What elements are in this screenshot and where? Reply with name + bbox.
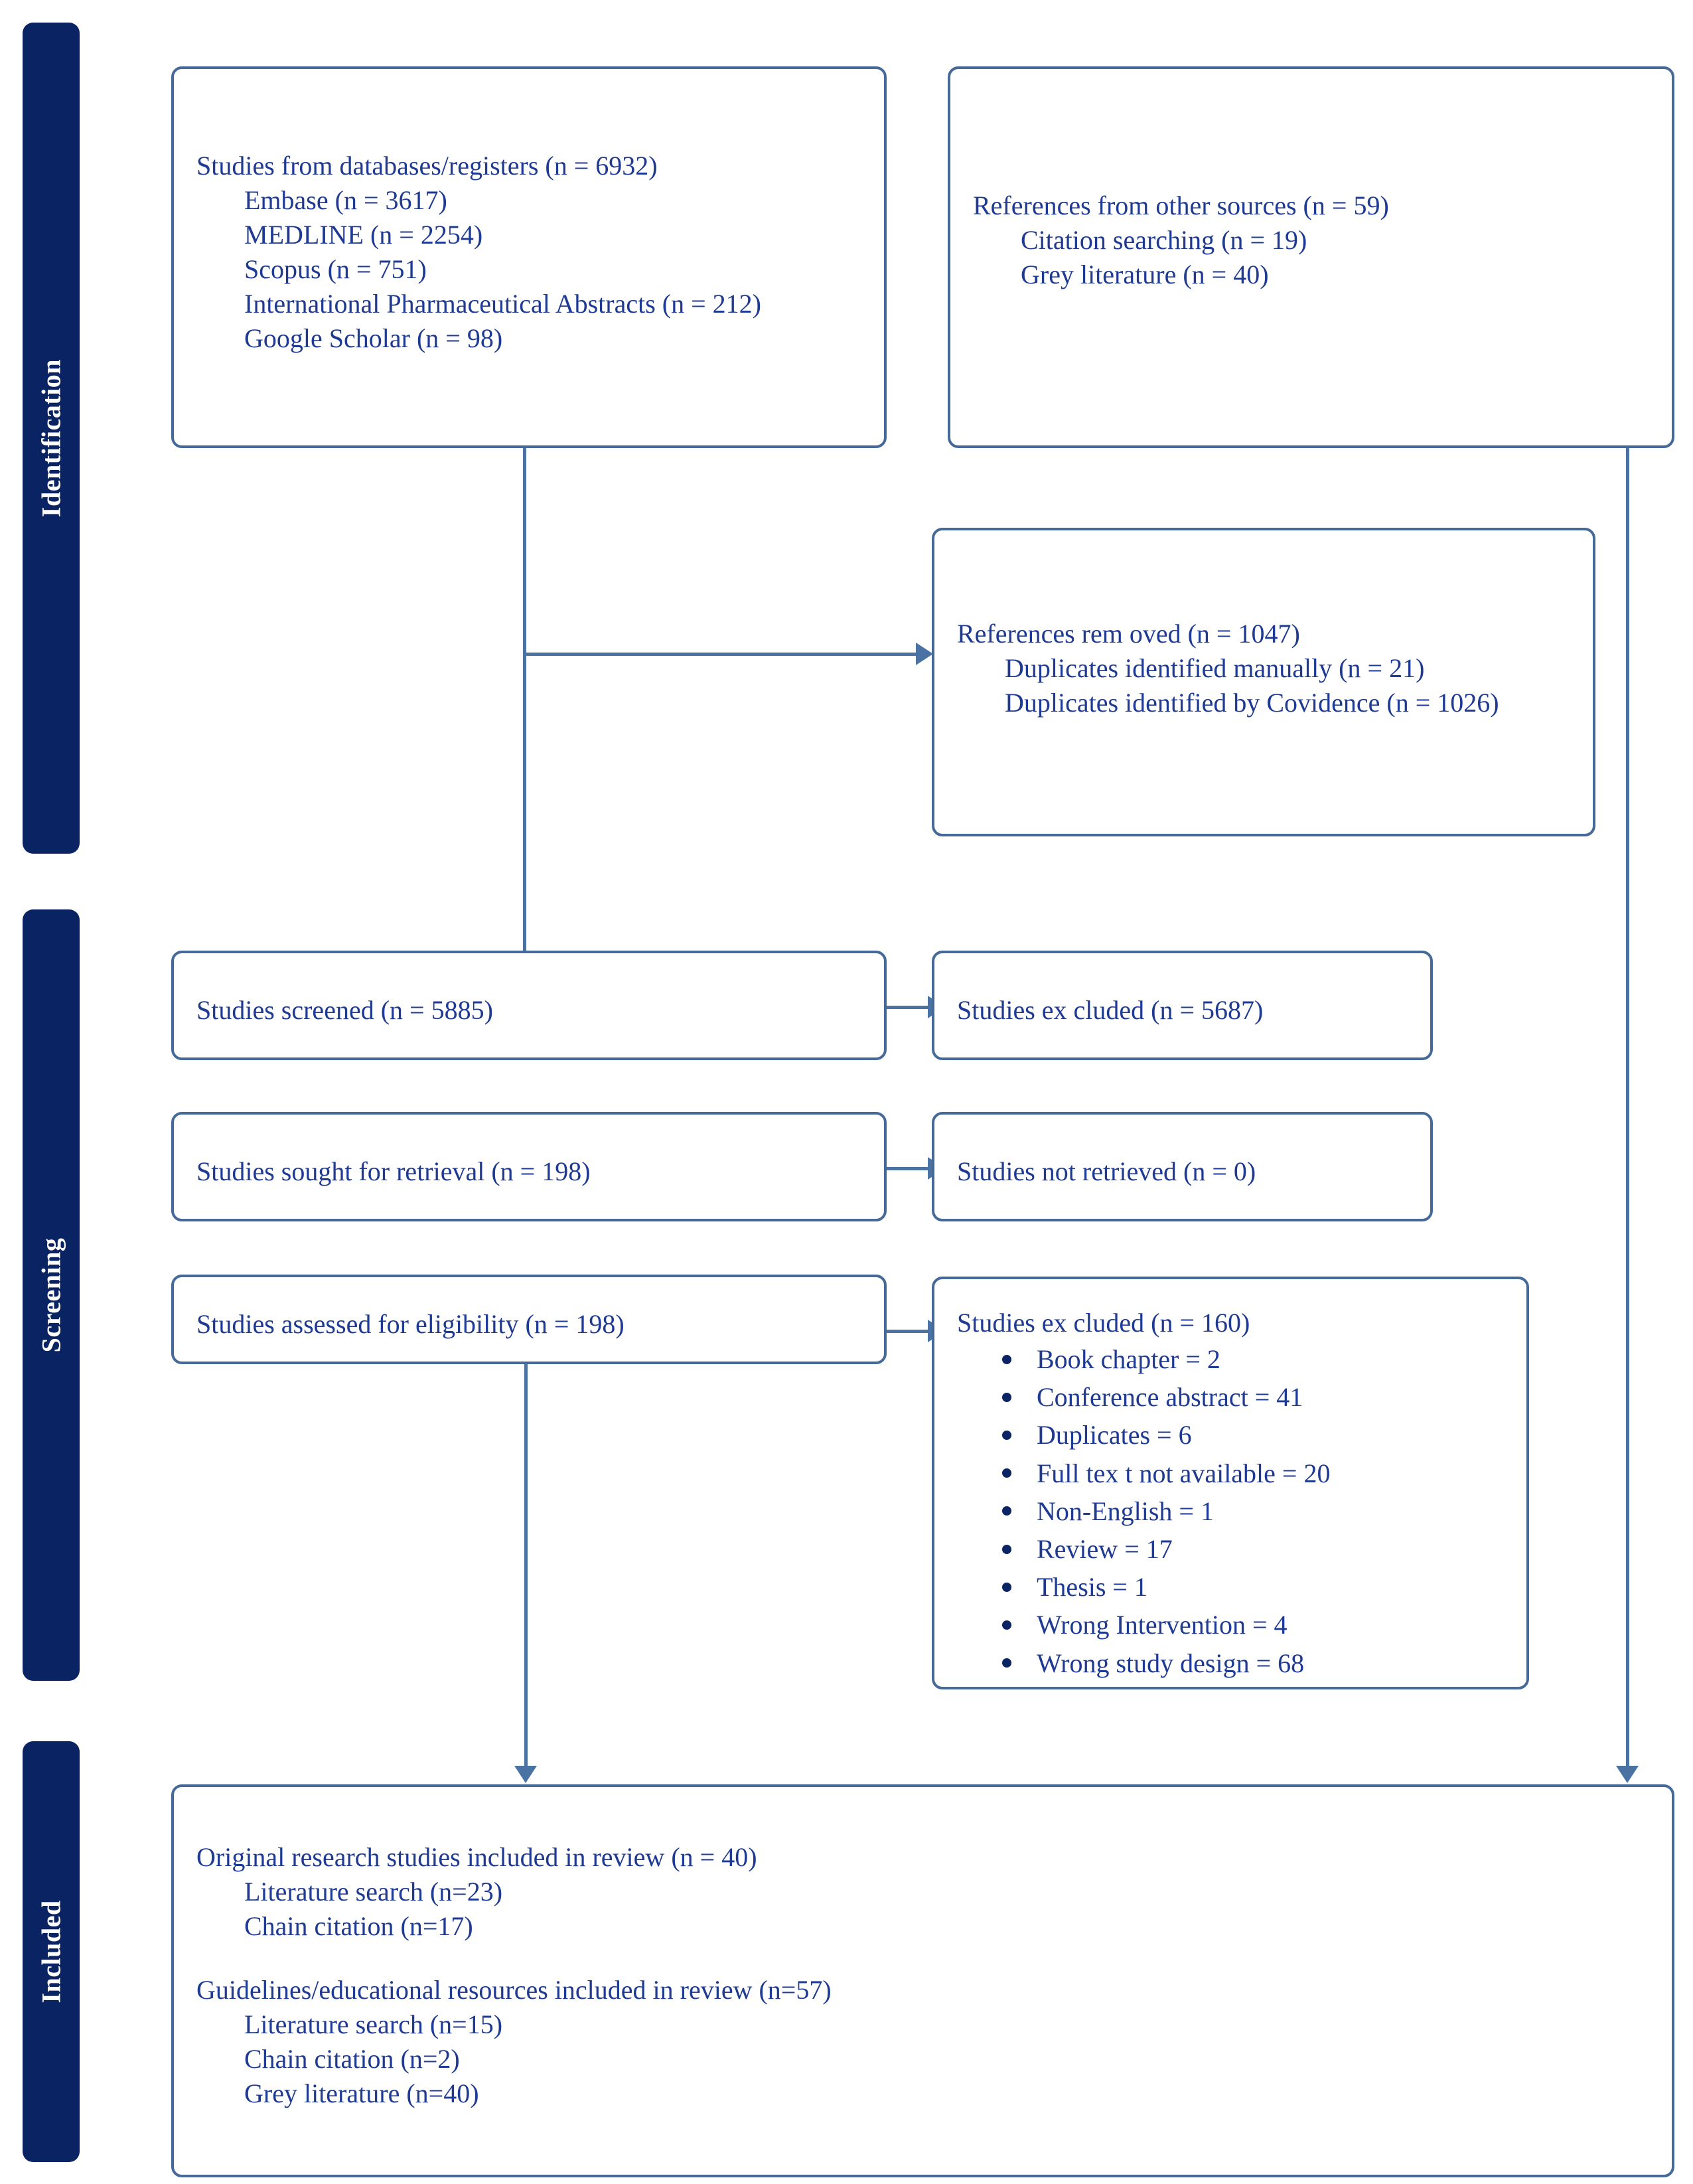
- connector-eligibility-to-excluded: [886, 1330, 932, 1333]
- connector-to-references-removed: [523, 653, 921, 656]
- box-other-sources: References from other sources (n = 59) C…: [948, 66, 1674, 448]
- references-removed-heading: References rem oved (n = 1047): [957, 619, 1300, 649]
- studies-excluded-fulltext-heading: Studies ex cluded (n = 160): [957, 1308, 1250, 1338]
- studies-screened-heading: Studies screened (n = 5885): [196, 995, 493, 1025]
- studies-sought-heading: Studies sought for retrieval (n = 198): [196, 1156, 591, 1186]
- connector-sought-to-not-retrieved: [886, 1167, 932, 1170]
- databases-item-embase: Embase (n = 3617): [244, 185, 447, 215]
- exclusion-reason-wrong-intervention: Wrong Intervention = 4: [1002, 1606, 1504, 1644]
- phase-label-included: Included: [36, 1900, 66, 2003]
- databases-item-google-scholar: Google Scholar (n = 98): [244, 323, 503, 353]
- included-original-chain-citation: Chain citation (n=17): [244, 1911, 473, 1941]
- included-guidelines-literature-search: Literature search (n=15): [244, 2009, 503, 2039]
- studies-excluded-screening-heading: Studies ex cluded (n = 5687): [957, 995, 1264, 1025]
- references-removed-item-covidence: Duplicates identified by Covidence (n = …: [1005, 688, 1499, 718]
- box-studies-excluded-fulltext: Studies ex cluded (n = 160) Book chapter…: [932, 1277, 1529, 1689]
- arrowhead-to-included-right: [1616, 1766, 1639, 1783]
- box-included-studies: Original research studies included in re…: [171, 1784, 1674, 2177]
- phase-label-screening: Screening: [36, 1237, 66, 1353]
- box-studies-assessed-for-eligibility: Studies assessed for eligibility (n = 19…: [171, 1275, 887, 1364]
- databases-item-medline: MEDLINE (n = 2254): [244, 220, 483, 250]
- arrowhead-to-references-removed: [916, 643, 933, 665]
- other-sources-heading: References from other sources (n = 59): [973, 191, 1389, 220]
- box-databases-registers: Studies from databases/registers (n = 69…: [171, 66, 887, 448]
- exclusion-reason-wrong-study-design: Wrong study design = 68: [1002, 1644, 1504, 1682]
- box-references-removed: References rem oved (n = 1047) Duplicate…: [932, 528, 1595, 836]
- exclusion-reason-book-chapter: Book chapter = 2: [1002, 1340, 1504, 1378]
- included-guidelines-heading: Guidelines/educational resources include…: [196, 1975, 832, 2005]
- connector-screened-to-excluded: [886, 1006, 932, 1009]
- studies-not-retrieved-heading: Studies not retrieved (n = 0): [957, 1156, 1256, 1186]
- databases-item-scopus: Scopus (n = 751): [244, 254, 427, 284]
- phase-bar-included: Included: [24, 1743, 78, 2161]
- included-original-literature-search: Literature search (n=23): [244, 1877, 503, 1907]
- box-studies-not-retrieved: Studies not retrieved (n = 0): [932, 1112, 1433, 1221]
- included-guidelines-grey-literature: Grey literature (n=40): [244, 2078, 479, 2108]
- exclusion-reason-non-english: Non-English = 1: [1002, 1492, 1504, 1530]
- connector-other-sources-down: [1626, 446, 1629, 1770]
- connector-databases-down: [523, 446, 526, 968]
- exclusion-reason-thesis: Thesis = 1: [1002, 1568, 1504, 1606]
- exclusion-reason-duplicates: Duplicates = 6: [1002, 1416, 1504, 1454]
- box-studies-sought-for-retrieval: Studies sought for retrieval (n = 198): [171, 1112, 887, 1221]
- exclusion-reason-full-text-not-available: Full tex t not available = 20: [1002, 1454, 1504, 1492]
- included-guidelines-chain-citation: Chain citation (n=2): [244, 2044, 460, 2074]
- phase-bar-screening: Screening: [24, 911, 78, 1679]
- included-original-heading: Original research studies included in re…: [196, 1842, 757, 1872]
- arrowhead-to-included-left: [514, 1766, 537, 1783]
- exclusion-reason-conference-abstract: Conference abstract = 41: [1002, 1378, 1504, 1416]
- studies-assessed-heading: Studies assessed for eligibility (n = 19…: [196, 1309, 625, 1339]
- box-studies-excluded-screening: Studies ex cluded (n = 5687): [932, 951, 1433, 1060]
- phase-label-identification: Identification: [36, 358, 66, 518]
- connector-eligibility-down: [524, 1362, 528, 1770]
- other-sources-item-citation-searching: Citation searching (n = 19): [1021, 225, 1307, 255]
- databases-item-ipa: International Pharmaceutical Abstracts (…: [244, 289, 761, 319]
- databases-heading: Studies from databases/registers (n = 69…: [196, 151, 658, 181]
- phase-bar-identification: Identification: [24, 24, 78, 852]
- other-sources-item-grey-literature: Grey literature (n = 40): [1021, 260, 1269, 289]
- box-studies-screened: Studies screened (n = 5885): [171, 951, 887, 1060]
- exclusion-reason-review: Review = 17: [1002, 1530, 1504, 1568]
- references-removed-item-manual: Duplicates identified manually (n = 21): [1005, 653, 1425, 683]
- exclusion-reason-list: Book chapter = 2 Conference abstract = 4…: [957, 1340, 1504, 1682]
